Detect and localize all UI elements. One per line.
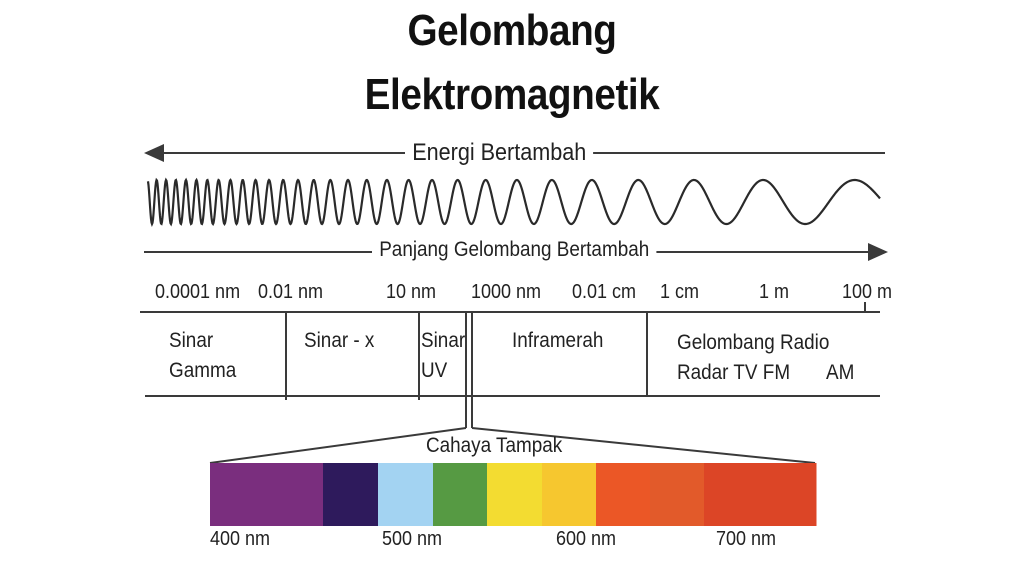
- spectrum-color-block: [210, 463, 324, 526]
- region-radio-am: AM: [826, 361, 855, 384]
- region-gamma-line2: Gamma: [169, 359, 237, 382]
- scale-label: 100 m: [842, 281, 893, 303]
- wavelength-label: Panjang Gelombang Bertambah: [372, 238, 657, 262]
- spectrum-color-block: [323, 463, 379, 526]
- energy-label: Energi Bertambah: [405, 139, 594, 167]
- energy-arrowhead: [144, 144, 164, 162]
- scale-label: 10 nm: [386, 281, 437, 303]
- spectrum-color-block: [378, 463, 434, 526]
- title-line-1: Gelombang: [407, 6, 617, 55]
- region-radio: Gelombang Radio Radar TV FM: [677, 328, 829, 388]
- region-xray: Sinar - x: [304, 326, 374, 356]
- wavelength-label-600: 600 nm: [556, 528, 617, 550]
- wavelength-arrowhead: [868, 243, 888, 261]
- title-line-2: Elektromagnetik: [364, 70, 660, 119]
- spectrum-color-block: [596, 463, 651, 526]
- scale-label: 1 m: [759, 281, 790, 303]
- region-gamma: Sinar Gamma: [169, 326, 236, 386]
- region-gamma-line1: Sinar: [169, 329, 214, 352]
- scale-label: 0.01 cm: [572, 281, 637, 303]
- visible-light-label: Cahaya Tampak: [426, 434, 563, 457]
- region-infrared-line1: Inframerah: [512, 329, 604, 352]
- region-xray-line1: Sinar - x: [304, 329, 375, 352]
- scale-label: 1000 nm: [471, 281, 542, 303]
- wavelength-label-400: 400 nm: [210, 528, 271, 550]
- region-infrared: Inframerah: [512, 326, 603, 356]
- scale-label: 1 cm: [660, 281, 700, 303]
- region-uv: Sinar UV: [421, 326, 465, 386]
- wavelength-label-500: 500 nm: [382, 528, 443, 550]
- spectrum-color-block: [433, 463, 488, 526]
- projection-right: [471, 427, 816, 464]
- projection-left: [209, 427, 467, 464]
- scale-label: 0.0001 nm: [155, 281, 241, 303]
- region-radio-line2: Radar TV FM: [677, 361, 791, 384]
- wavelength-label-700: 700 nm: [716, 528, 777, 550]
- spectrum-color-block: [704, 463, 817, 526]
- spectrum-color-block: [542, 463, 597, 526]
- region-uv-line2: UV: [421, 359, 448, 382]
- spectrum-color-block: [487, 463, 543, 526]
- em-wave: [146, 177, 881, 227]
- spectrum-color-block: [650, 463, 705, 526]
- region-uv-line1: Sinar: [421, 329, 466, 352]
- region-radio-line1: Gelombang Radio: [677, 331, 830, 354]
- visible-spectrum-bar: [210, 463, 817, 526]
- scale-label: 0.01 nm: [258, 281, 324, 303]
